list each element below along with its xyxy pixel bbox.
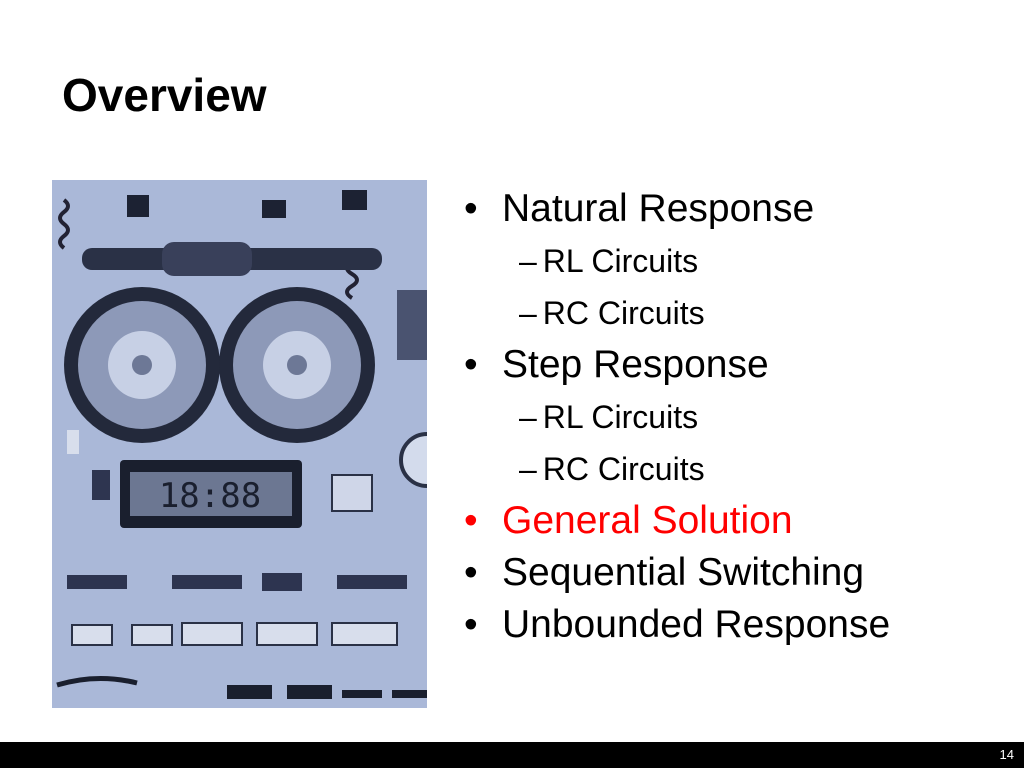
- sub-bullet-rc-circuits: –RC Circuits: [464, 443, 1004, 495]
- bullet-list: • Natural Response –RL Circuits –RC Circ…: [464, 183, 1004, 651]
- bullet-text: Sequential Switching: [502, 551, 865, 594]
- bullet-general-solution: • General Solution: [464, 495, 1004, 547]
- bullet-marker: •: [464, 499, 478, 542]
- display-digits: 18:88: [159, 476, 261, 516]
- bullet-text: RL Circuits: [542, 399, 699, 435]
- bullet-marker: •: [464, 187, 478, 230]
- bullet-text: RL Circuits: [542, 243, 699, 279]
- bullet-marker: •: [464, 603, 478, 646]
- dash-marker: –: [519, 243, 537, 279]
- dash-marker: –: [519, 451, 537, 487]
- dash-marker: –: [519, 295, 537, 331]
- sub-bullet-rl-circuits: –RL Circuits: [464, 391, 1004, 443]
- electronic-components-photo: 18:88: [52, 180, 427, 708]
- bullet-text: Step Response: [502, 343, 769, 386]
- slide-title: Overview: [62, 69, 267, 121]
- bullet-step-response: • Step Response: [464, 339, 1004, 391]
- sub-bullet-rc-circuits: –RC Circuits: [464, 287, 1004, 339]
- bullet-natural-response: • Natural Response: [464, 183, 1004, 235]
- bullet-text: Natural Response: [502, 187, 815, 230]
- dash-marker: –: [519, 399, 537, 435]
- bullet-sequential-switching: • Sequential Switching: [464, 547, 1004, 599]
- page-number: 14: [999, 747, 1014, 762]
- footer-bar: 14: [0, 742, 1024, 768]
- bullet-text: General Solution: [502, 499, 793, 542]
- bullet-text: RC Circuits: [542, 451, 705, 487]
- bullet-text: Unbounded Response: [502, 603, 891, 646]
- bullet-marker: •: [464, 551, 478, 594]
- bullet-marker: •: [464, 343, 478, 386]
- bullet-unbounded-response: • Unbounded Response: [464, 599, 1004, 651]
- sub-bullet-rl-circuits: –RL Circuits: [464, 235, 1004, 287]
- bullet-text: RC Circuits: [542, 295, 705, 331]
